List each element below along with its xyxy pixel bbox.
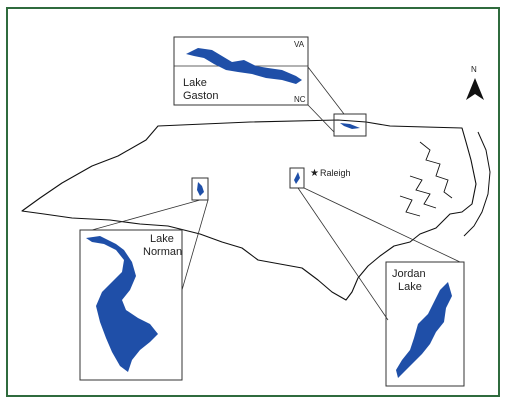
lake-norman-label-line1: Lake <box>150 233 174 245</box>
lake-gaston-locator-box <box>333 113 367 137</box>
jordan-lake-shape <box>396 282 452 378</box>
lake-norman-shape <box>86 236 158 372</box>
jordan-lake-leader-line <box>297 187 389 321</box>
jordan-lake-leader-line <box>303 187 461 263</box>
north-arrow-label: N <box>471 65 477 74</box>
gaston-state-bottom-label: NC <box>294 95 306 104</box>
lake-gaston-locator-lake <box>340 123 360 129</box>
north-arrow-icon: N <box>466 65 484 100</box>
star-icon: ★ <box>310 168 319 179</box>
lake-gaston-leader-line <box>307 66 345 115</box>
lake-gaston-leader-line <box>307 104 335 133</box>
lake-gaston-label-line1: Lake <box>183 77 207 89</box>
jordan-lake-locator-lake <box>294 172 300 184</box>
north-carolina-outline <box>21 119 477 301</box>
lake-norman-locator-lake <box>197 182 204 196</box>
coastal-sound-shoreline <box>399 141 453 217</box>
gaston-state-top-label: VA <box>294 40 305 49</box>
jordan-lake-locator-box <box>289 167 305 189</box>
jordan-lake-label-line1: Jordan <box>392 268 426 280</box>
lake-gaston-label-line2: Gaston <box>183 90 218 102</box>
outer-banks-coast <box>463 131 491 237</box>
map-frame <box>6 7 500 397</box>
jordan-lake-label-line2: Lake <box>398 281 422 293</box>
lake-norman-label-line2: Norman <box>143 246 182 258</box>
lake-gaston-shape <box>186 48 302 84</box>
lake-norman-leader-line <box>181 199 209 291</box>
north-arrow-shape <box>466 78 484 100</box>
raleigh-label: Raleigh <box>320 168 351 178</box>
lake-norman-leader-line <box>91 199 201 231</box>
